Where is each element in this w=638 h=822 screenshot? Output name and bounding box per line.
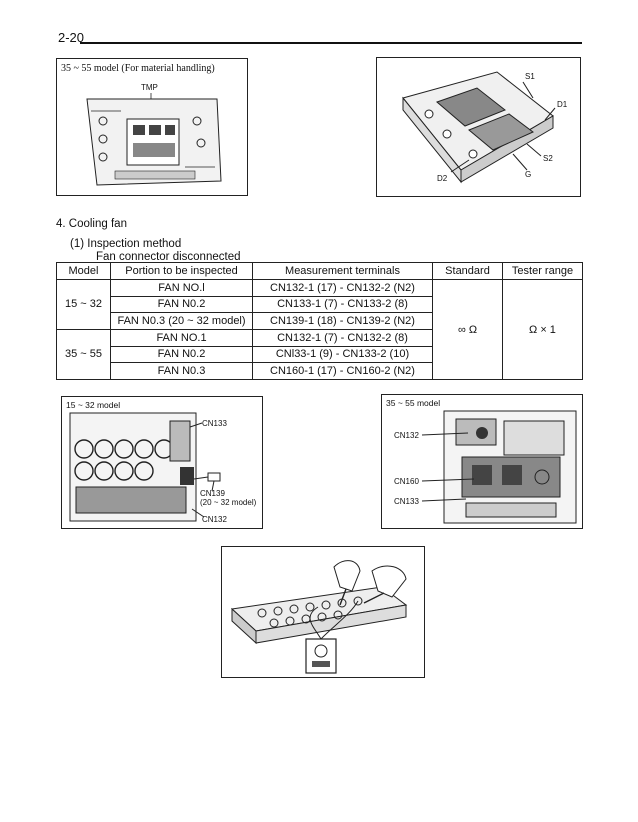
label-s2: S2 [543, 154, 553, 163]
label-tmp: TMP [141, 83, 158, 92]
tester-measurement-illustration [230, 560, 408, 674]
cell-tester-range: Ω × 1 [502, 279, 583, 380]
cell-portion: FAN N0.2 [110, 295, 253, 314]
figure-power-module: S1 D1 S2 G D2 [376, 57, 581, 197]
header-standard: Standard [432, 262, 503, 280]
header-portion: Portion to be inspected [110, 262, 253, 280]
cell-terminals: CN132-1 (17) - CN132-2 (N2) [252, 279, 433, 297]
label-cn139-note: (20 ~ 32 model) [200, 498, 257, 507]
page-number: 2-20 [58, 30, 85, 45]
figure-caption: 15 ~ 32 model [66, 400, 121, 410]
cell-model: 35 ~ 55 [56, 328, 111, 381]
controller-35-55-illustration [421, 410, 577, 524]
label-cn160: CN160 [394, 477, 419, 486]
cell-terminals: CN160-1 (17) - CN160-2 (N2) [252, 362, 433, 380]
cell-portion: FAN N0.3 [110, 362, 253, 380]
cell-portion: FAN N0.2 [110, 345, 253, 364]
section-subheading: (1) Inspection method [70, 238, 182, 250]
label-cn132: CN132 [394, 431, 419, 440]
figure-tmp-board: 35 ~ 55 model (For material handling) TM… [56, 58, 248, 196]
header-terminals: Measurement terminals [252, 262, 433, 280]
cell-portion: FAN NO.1 [110, 328, 253, 347]
figure-caption: 35 ~ 55 model (For material handling) [61, 63, 215, 74]
controller-15-32-illustration [69, 412, 221, 522]
label-cn133: CN133 [202, 419, 227, 428]
cell-terminals: CN133-1 (7) - CN133-2 (8) [252, 295, 433, 314]
label-cn132: CN132 [202, 515, 227, 524]
figure-35-55-model: 35 ~ 55 model CN132 CN160 CN133 [381, 394, 583, 529]
table-row: 35 ~ 55 FAN NO.1 CN132-1 (7) - CN132-2 (… [56, 328, 583, 381]
label-d1: D1 [557, 100, 568, 109]
table-header-row: Model Portion to be inspected Measuremen… [56, 262, 583, 280]
table-row: FAN N0.3 CN160-1 (17) - CN160-2 (N2) [57, 362, 583, 380]
cell-model: 15 ~ 32 [56, 279, 111, 330]
label-cn139: CN139 [200, 489, 225, 498]
cell-terminals: CNl33-1 (9) - CN133-2 (10) [252, 345, 433, 364]
table-row: FAN N0.3 (20 ~ 32 model) CN139-1 (18) - … [57, 312, 583, 330]
tmp-board-illustration [86, 93, 222, 186]
header-tester-range: Tester range [502, 262, 583, 280]
label-g: G [525, 170, 532, 179]
header-model: Model [56, 262, 111, 280]
cell-portion: FAN NO.l [110, 279, 253, 297]
header-rule [80, 42, 582, 44]
cell-standard: ∞ Ω [432, 279, 503, 380]
table-row: FAN N0.2 CN133-1 (7) - CN133-2 (8) [57, 295, 583, 314]
figure-caption: 35 ~ 55 model [386, 398, 441, 408]
power-module-illustration [402, 71, 556, 184]
label-d2: D2 [437, 174, 448, 183]
cell-portion: FAN N0.3 (20 ~ 32 model) [110, 312, 253, 330]
cell-terminals: CN132-1 (7) - CN132-2 (8) [252, 328, 433, 347]
section-heading: 4. Cooling fan [56, 218, 127, 230]
cell-terminals: CN139-1 (18) - CN139-2 (N2) [252, 312, 433, 330]
label-cn133: CN133 [394, 497, 419, 506]
inspection-table: Model Portion to be inspected Measuremen… [56, 262, 583, 381]
label-s1: S1 [525, 72, 535, 81]
figure-15-32-model: 15 ~ 32 model CN133 CN139 (20 ~ 32 model… [61, 396, 263, 529]
table-row: 15 ~ 32 FAN NO.l CN132-1 (17) - CN132-2 … [56, 279, 583, 380]
figure-tester-measurement [221, 546, 425, 678]
condition-note: Fan connector disconnected [96, 251, 241, 263]
table-row: FAN N0.2 CNl33-1 (9) - CN133-2 (10) [57, 345, 583, 364]
